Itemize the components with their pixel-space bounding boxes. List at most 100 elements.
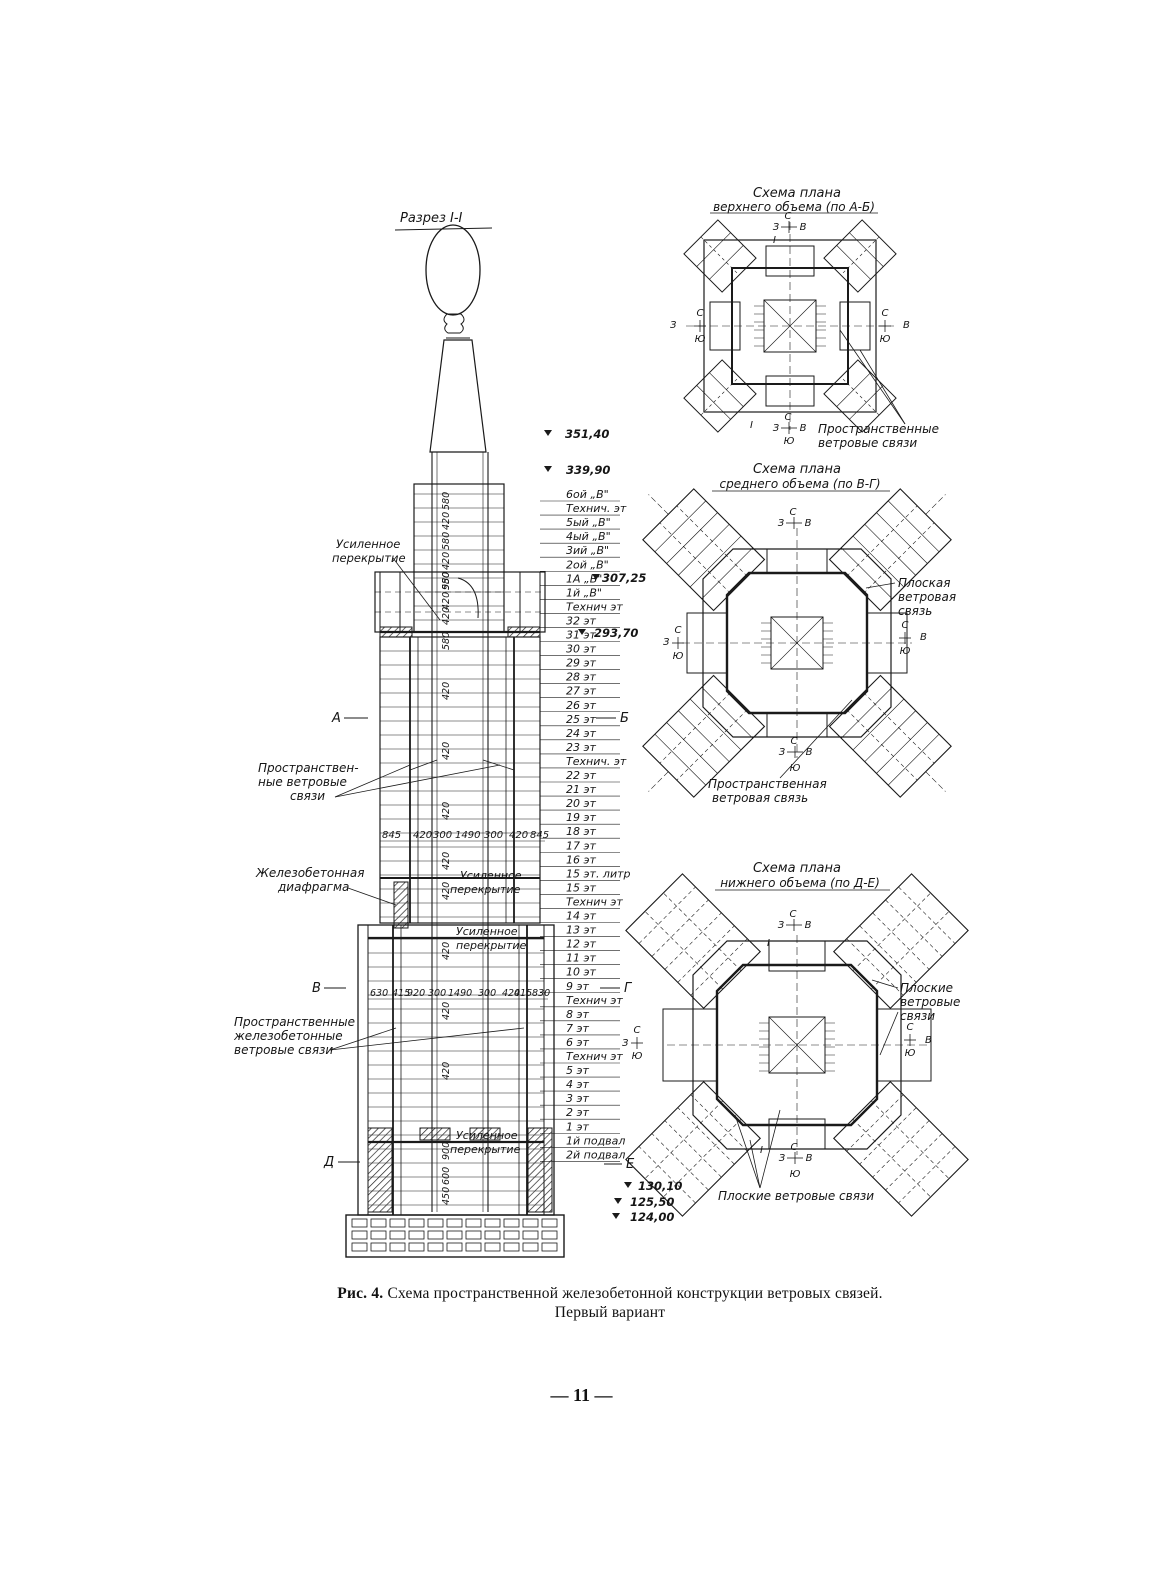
plan-mid-leader bbox=[779, 699, 853, 779]
marker-d: Д bbox=[323, 1155, 334, 1170]
floor-label: 14 эт bbox=[566, 910, 597, 923]
foundation-cell bbox=[484, 1242, 501, 1252]
dimension-lower: 300 bbox=[428, 988, 446, 999]
plan-low-wing-cell bbox=[677, 925, 735, 983]
foundation-cell bbox=[351, 1242, 368, 1252]
floor-label: 1 эт bbox=[566, 1120, 590, 1133]
floor-label: 11 эт bbox=[566, 952, 597, 965]
spire-knob bbox=[443, 313, 465, 334]
plan-low-wing-cell bbox=[871, 911, 950, 990]
podium-hatch-mid bbox=[469, 1127, 501, 1141]
elevation-label: 351,40 bbox=[565, 427, 609, 441]
floor-label: 25 эт bbox=[566, 713, 597, 726]
floor-label: Технич. эт bbox=[566, 502, 627, 515]
elevation-marker bbox=[592, 574, 600, 580]
label-reinforced-top-1: Усиленное bbox=[336, 537, 400, 551]
upper-volume-pier-right bbox=[519, 571, 541, 633]
label-rc-ties-3: ветровые связи bbox=[234, 1043, 333, 1057]
plan-low-title-1: Схема плана bbox=[753, 861, 841, 876]
marker-b: Б bbox=[620, 711, 629, 726]
plan-mid-wing-cell bbox=[864, 524, 916, 576]
plan-mid-wing-axis bbox=[648, 771, 669, 792]
floor-label: 6 эт bbox=[566, 1036, 590, 1049]
podium-hatch-left bbox=[367, 1127, 393, 1213]
plan-top-wing-se bbox=[823, 359, 897, 433]
elevation-marker bbox=[544, 466, 552, 472]
plan-low-wing-cell bbox=[664, 912, 722, 970]
foundation-cell bbox=[541, 1218, 558, 1228]
label-spatial-ties-3: связи bbox=[290, 789, 325, 803]
floor-label: 23 эт bbox=[566, 741, 597, 754]
column-dimension: 420 bbox=[441, 1002, 452, 1020]
plan-top-compass-n-n: С bbox=[785, 211, 792, 222]
dimension-lower: 920 bbox=[407, 988, 425, 999]
plan-mid-wing-cell bbox=[676, 709, 748, 781]
plan-mid-wing-cell bbox=[841, 687, 893, 739]
plan-top-compass-s-n: С bbox=[785, 412, 792, 423]
plan-mid-wing-cell bbox=[689, 535, 742, 588]
foundation-cell bbox=[389, 1218, 406, 1228]
plan-mid-compass-s-s: Ю bbox=[790, 763, 801, 774]
plan-mid-wing-cell bbox=[666, 722, 718, 774]
plan-low-compass-n-w: З bbox=[778, 920, 785, 931]
plan-top-label-2: ветровые связи bbox=[818, 436, 917, 450]
plan-mid-compass-e-e: В bbox=[920, 632, 927, 643]
floor-label: 21 эт bbox=[566, 783, 597, 796]
plan-mid-compass-e-s: Ю bbox=[900, 646, 911, 657]
plan-low-leader bbox=[749, 1139, 761, 1189]
plan-mid-compass-w-w: З bbox=[663, 637, 670, 648]
foundation-cell bbox=[389, 1242, 406, 1252]
plan-low-wing-sw bbox=[625, 1080, 762, 1217]
foundation-cell bbox=[446, 1218, 463, 1228]
plan-mid-wing-cell bbox=[864, 710, 916, 762]
floor-label: Технич эт bbox=[566, 600, 623, 613]
upper-volume-shaft bbox=[379, 636, 541, 924]
plan-low-wing-cell bbox=[846, 938, 904, 996]
label-rc-ties-1: Пространственные bbox=[234, 1015, 355, 1029]
elevation-label: 124,00 bbox=[630, 1210, 674, 1224]
plan-top-leader bbox=[859, 349, 906, 425]
plan-low-compass-e-n: С bbox=[907, 1022, 914, 1033]
foundation-cell bbox=[541, 1242, 558, 1252]
caption-line2: Первый вариант bbox=[554, 1304, 666, 1321]
plan-mid-wing-cell bbox=[701, 547, 753, 599]
label-spatial-ties-1: Пространствен- bbox=[258, 761, 359, 775]
section-title: Разрез I-I bbox=[400, 211, 463, 226]
plan-top-wing-ne bbox=[823, 219, 897, 293]
column-dimension: 900 bbox=[441, 1142, 452, 1160]
spire-ball bbox=[425, 224, 481, 316]
plan-mid-label-flat-1: Плоская bbox=[898, 576, 950, 590]
column-dimension: 450 bbox=[441, 1187, 452, 1205]
plan-low-wing-cell bbox=[859, 1107, 917, 1165]
marker-g: Г bbox=[624, 981, 633, 996]
plan-mid-wing-cell bbox=[666, 512, 718, 564]
floor-label: 20 эт bbox=[566, 797, 597, 810]
dimension-upper: 845 bbox=[530, 830, 549, 841]
floor-label: 3ий „В" bbox=[566, 544, 609, 557]
floor-label: 10 эт bbox=[566, 966, 597, 979]
column-dimension: 580 bbox=[441, 572, 452, 590]
column-dimension: 420 bbox=[441, 607, 452, 625]
column-dimension: 600 bbox=[441, 1167, 452, 1185]
plan-mid-wing-axis bbox=[925, 771, 946, 792]
plan-low-wing-cell bbox=[651, 1133, 709, 1191]
plan-low-compass-n-n: С bbox=[790, 909, 797, 920]
floor-label: 30 эт bbox=[566, 643, 597, 656]
plan-low-label-flat-2: ветровые bbox=[900, 995, 960, 1009]
column-dimension: 420 bbox=[441, 882, 452, 900]
plan-low-leader bbox=[879, 1011, 899, 1056]
plan-top-wing-nw bbox=[683, 219, 757, 293]
plan-low-wing-se bbox=[832, 1080, 969, 1217]
plan-low-compass-w-s: Ю bbox=[632, 1051, 643, 1062]
plan-low-wing-cell bbox=[859, 925, 917, 983]
label-reinforced-top-2: перекрытие bbox=[332, 551, 406, 565]
label-diaphragm-1: Железобетонная bbox=[255, 866, 364, 880]
plan-low-wing-ne bbox=[832, 873, 969, 1010]
floor-label: Технич эт bbox=[566, 895, 623, 908]
plan-low-leader bbox=[759, 1109, 781, 1189]
foundation-cell bbox=[484, 1230, 501, 1240]
plan-low-compass-s-w: З bbox=[779, 1153, 786, 1164]
plan-top-wing-cell bbox=[696, 385, 731, 420]
